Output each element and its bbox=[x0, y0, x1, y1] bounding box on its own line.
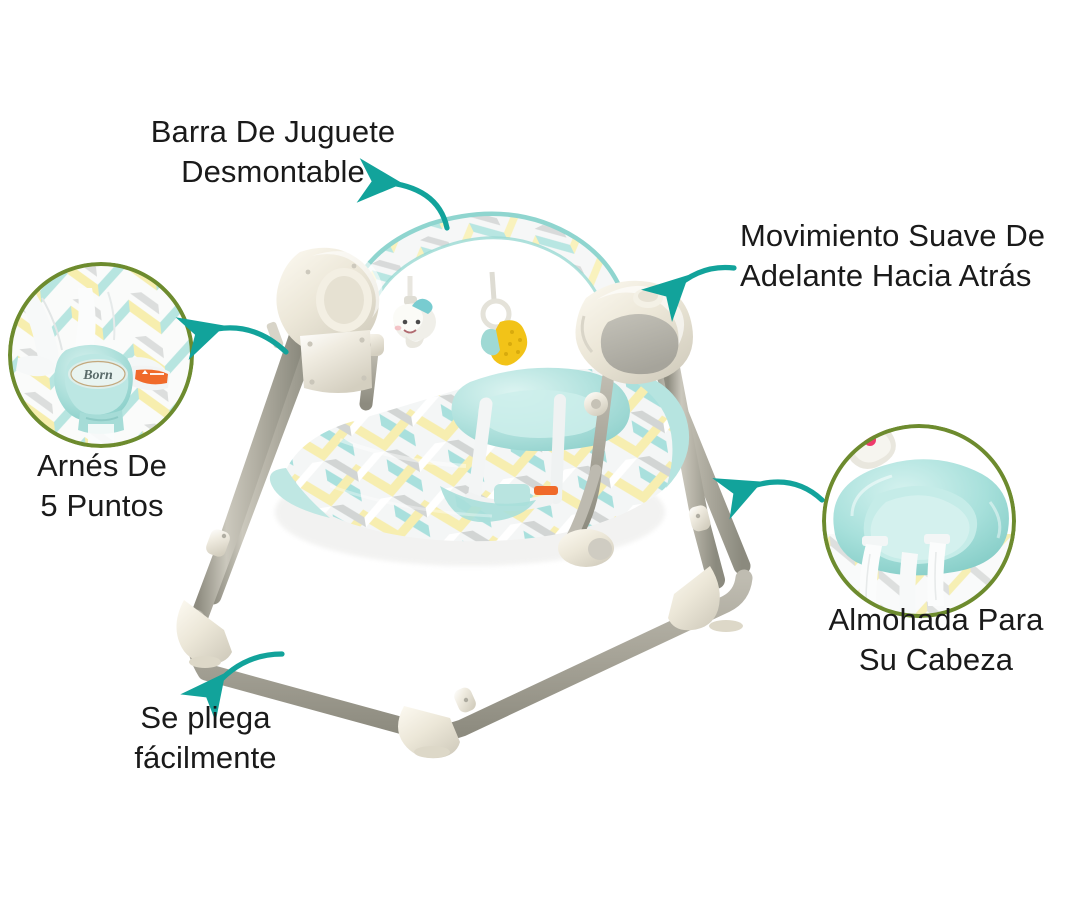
motor-housing-right bbox=[575, 280, 693, 385]
inset-head-pillow bbox=[822, 424, 1016, 618]
harness-closeup-image: Born bbox=[8, 262, 194, 448]
callout-label-motion: Movimiento Suave De Adelante Hacia Atrás bbox=[740, 218, 1046, 294]
brand-badge-text: Born bbox=[82, 368, 113, 383]
teether-ring bbox=[480, 271, 528, 366]
motor-housing-left bbox=[266, 247, 383, 393]
foot-caps bbox=[176, 505, 743, 759]
pillow-closeup-image bbox=[822, 424, 1016, 618]
plush-toy bbox=[393, 276, 436, 348]
frame-details bbox=[221, 513, 701, 703]
inset-five-point-harness: Born bbox=[8, 262, 194, 448]
control-panel bbox=[600, 314, 679, 375]
callout-label-pillow: Almohada Para Su Cabeza bbox=[828, 602, 1044, 678]
callout-label-toy-bar: Barra De Juguete Desmontable bbox=[150, 114, 396, 190]
seat-cushion bbox=[269, 367, 690, 566]
callout-label-harness: Arnés De 5 Puntos bbox=[36, 448, 168, 524]
battery-box bbox=[300, 330, 372, 393]
callout-label-fold: Se pliega fácilmente bbox=[134, 700, 277, 776]
